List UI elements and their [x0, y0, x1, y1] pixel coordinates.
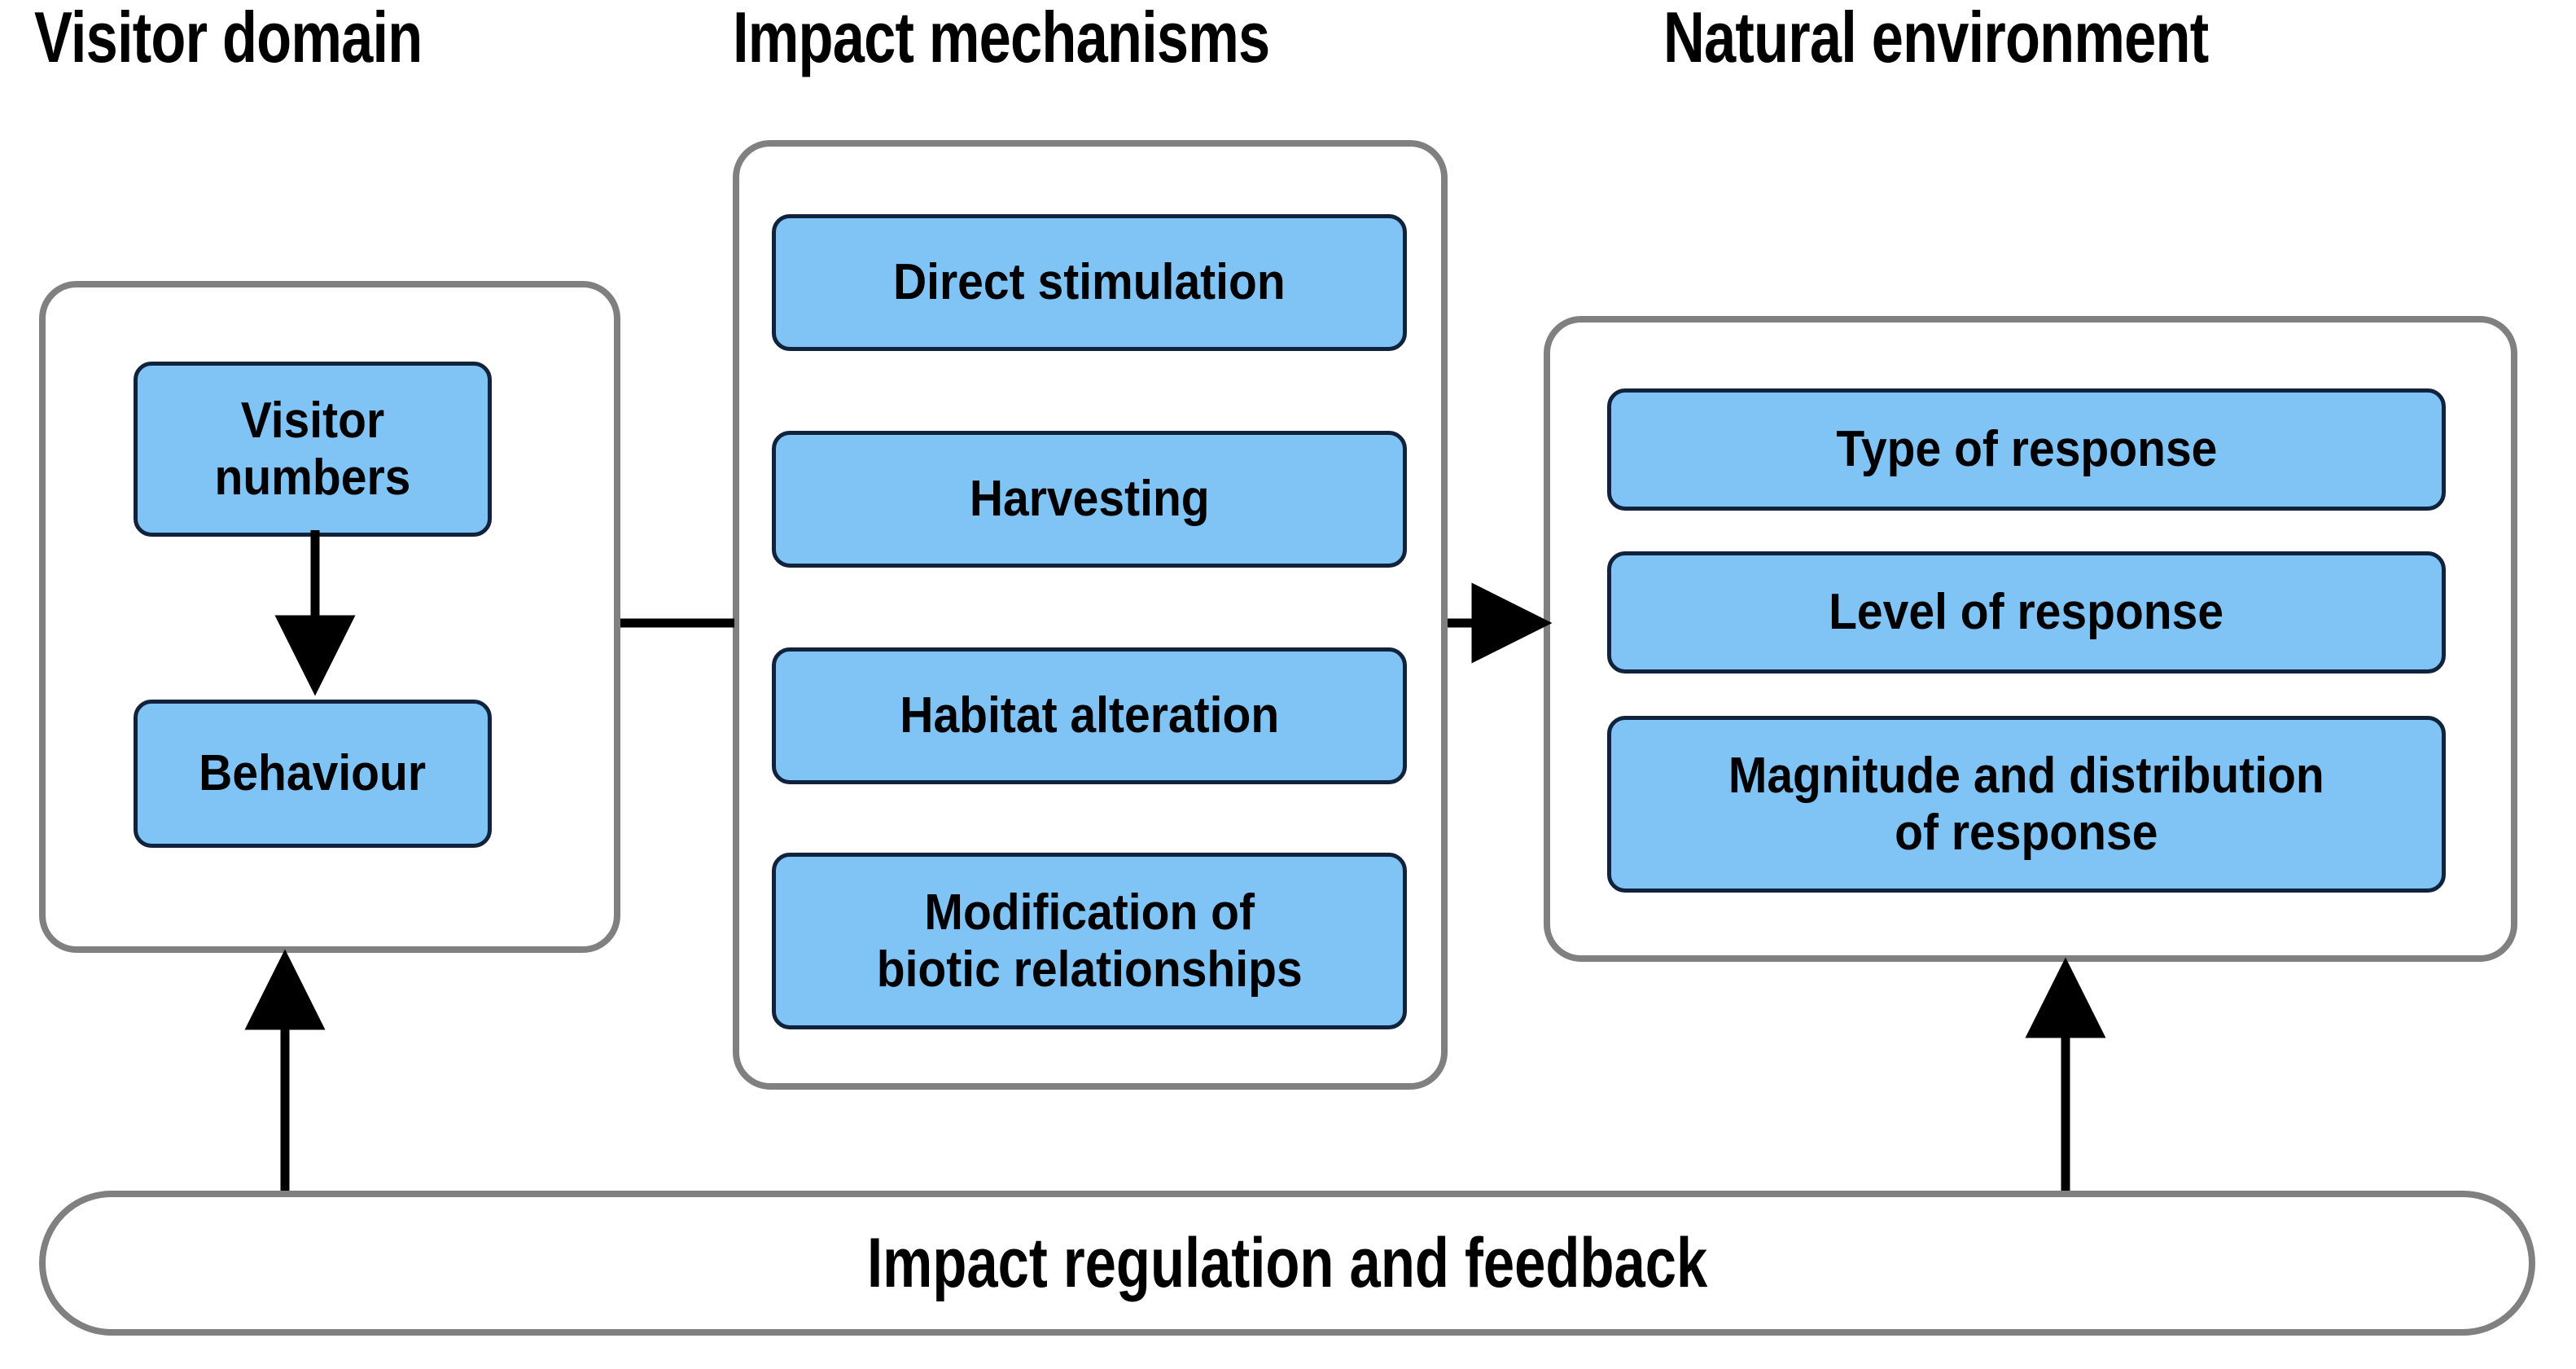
column-heading-visitor-domain: Visitor domain — [34, 0, 423, 77]
group-natural-environment[interactable]: Type of response Level of response Magni… — [1544, 316, 2517, 962]
node-magnitude-and-distribution-of-response-label: Magnitude and distribution of response — [1728, 748, 2324, 861]
node-type-of-response[interactable]: Type of response — [1607, 388, 2446, 511]
column-heading-natural-environment: Natural environment — [1663, 0, 2209, 77]
node-level-of-response[interactable]: Level of response — [1607, 551, 2446, 674]
node-type-of-response-label: Type of response — [1835, 421, 2218, 478]
node-habitat-alteration-label: Habitat alteration — [900, 687, 1279, 744]
node-magnitude-and-distribution-of-response[interactable]: Magnitude and distribution of response — [1607, 716, 2446, 893]
node-habitat-alteration[interactable]: Habitat alteration — [772, 647, 1407, 784]
node-behaviour-label: Behaviour — [199, 745, 427, 802]
node-modification-biotic-relationships-label: Modification of biotic relationships — [876, 884, 1303, 998]
node-visitor-numbers[interactable]: Visitor numbers — [134, 362, 492, 537]
node-visitor-numbers-label: Visitor numbers — [214, 393, 411, 506]
group-impact-mechanisms[interactable]: Direct stimulation Harvesting Habitat al… — [733, 140, 1448, 1090]
node-modification-biotic-relationships[interactable]: Modification of biotic relationships — [772, 853, 1407, 1029]
group-visitor-domain[interactable]: Visitor numbers Behaviour — [39, 281, 620, 953]
footer-label: Impact regulation and feedback — [866, 1224, 1708, 1302]
footer-impact-regulation-and-feedback[interactable]: Impact regulation and feedback — [39, 1191, 2535, 1336]
node-direct-stimulation-label: Direct stimulation — [893, 254, 1286, 311]
node-harvesting-label: Harvesting — [969, 471, 1210, 528]
column-heading-impact-mechanisms: Impact mechanisms — [733, 0, 1270, 77]
node-direct-stimulation[interactable]: Direct stimulation — [772, 214, 1407, 351]
node-behaviour[interactable]: Behaviour — [134, 700, 492, 848]
node-level-of-response-label: Level of response — [1829, 584, 2224, 641]
node-harvesting[interactable]: Harvesting — [772, 431, 1407, 568]
